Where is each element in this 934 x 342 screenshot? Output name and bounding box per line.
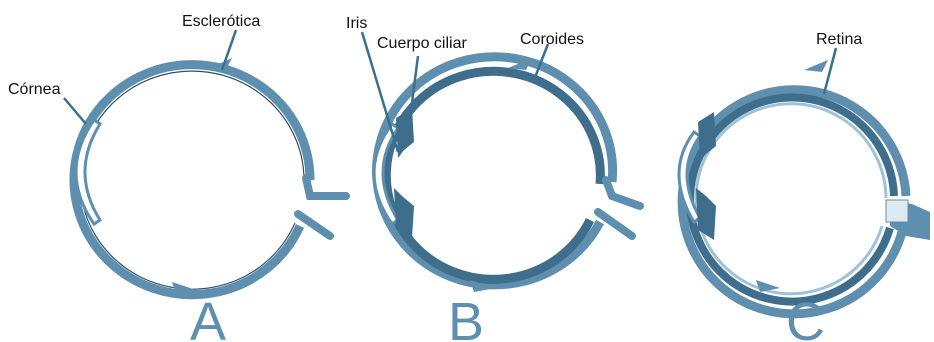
letter-c: C [786, 292, 825, 342]
eye-c-choroid [690, 98, 894, 302]
eye-c-tab-top [804, 60, 828, 72]
leader-cornea [64, 98, 86, 124]
label-retina: Retina [816, 31, 862, 48]
label-ciliary: Cuerpo ciliar [377, 35, 467, 52]
eye-a-sclera [74, 65, 310, 295]
leader-retina [824, 48, 836, 94]
label-cornea: Córnea [8, 81, 61, 98]
eye-c-optic-disc [886, 200, 908, 222]
eye-c [679, 60, 930, 314]
label-choroid: Coroides [520, 31, 584, 48]
eye-b-sclera [377, 57, 613, 285]
eye-c-retina [696, 104, 886, 294]
eye-c-iris-upper [698, 112, 716, 160]
eye-c-tab-bottom [756, 280, 780, 292]
eye-c-sclera [682, 90, 906, 314]
letter-a: A [190, 292, 226, 342]
letter-b: B [448, 292, 484, 342]
eye-a-optic-nerve [298, 178, 346, 236]
label-sclera: Esclerótica [182, 13, 260, 30]
eye-b-choroid [386, 71, 600, 279]
eye-a [74, 58, 346, 295]
label-iris: Iris [346, 15, 367, 32]
eye-a-sclera-inner-line [80, 71, 304, 289]
eye-b-optic-nerve [598, 180, 640, 236]
